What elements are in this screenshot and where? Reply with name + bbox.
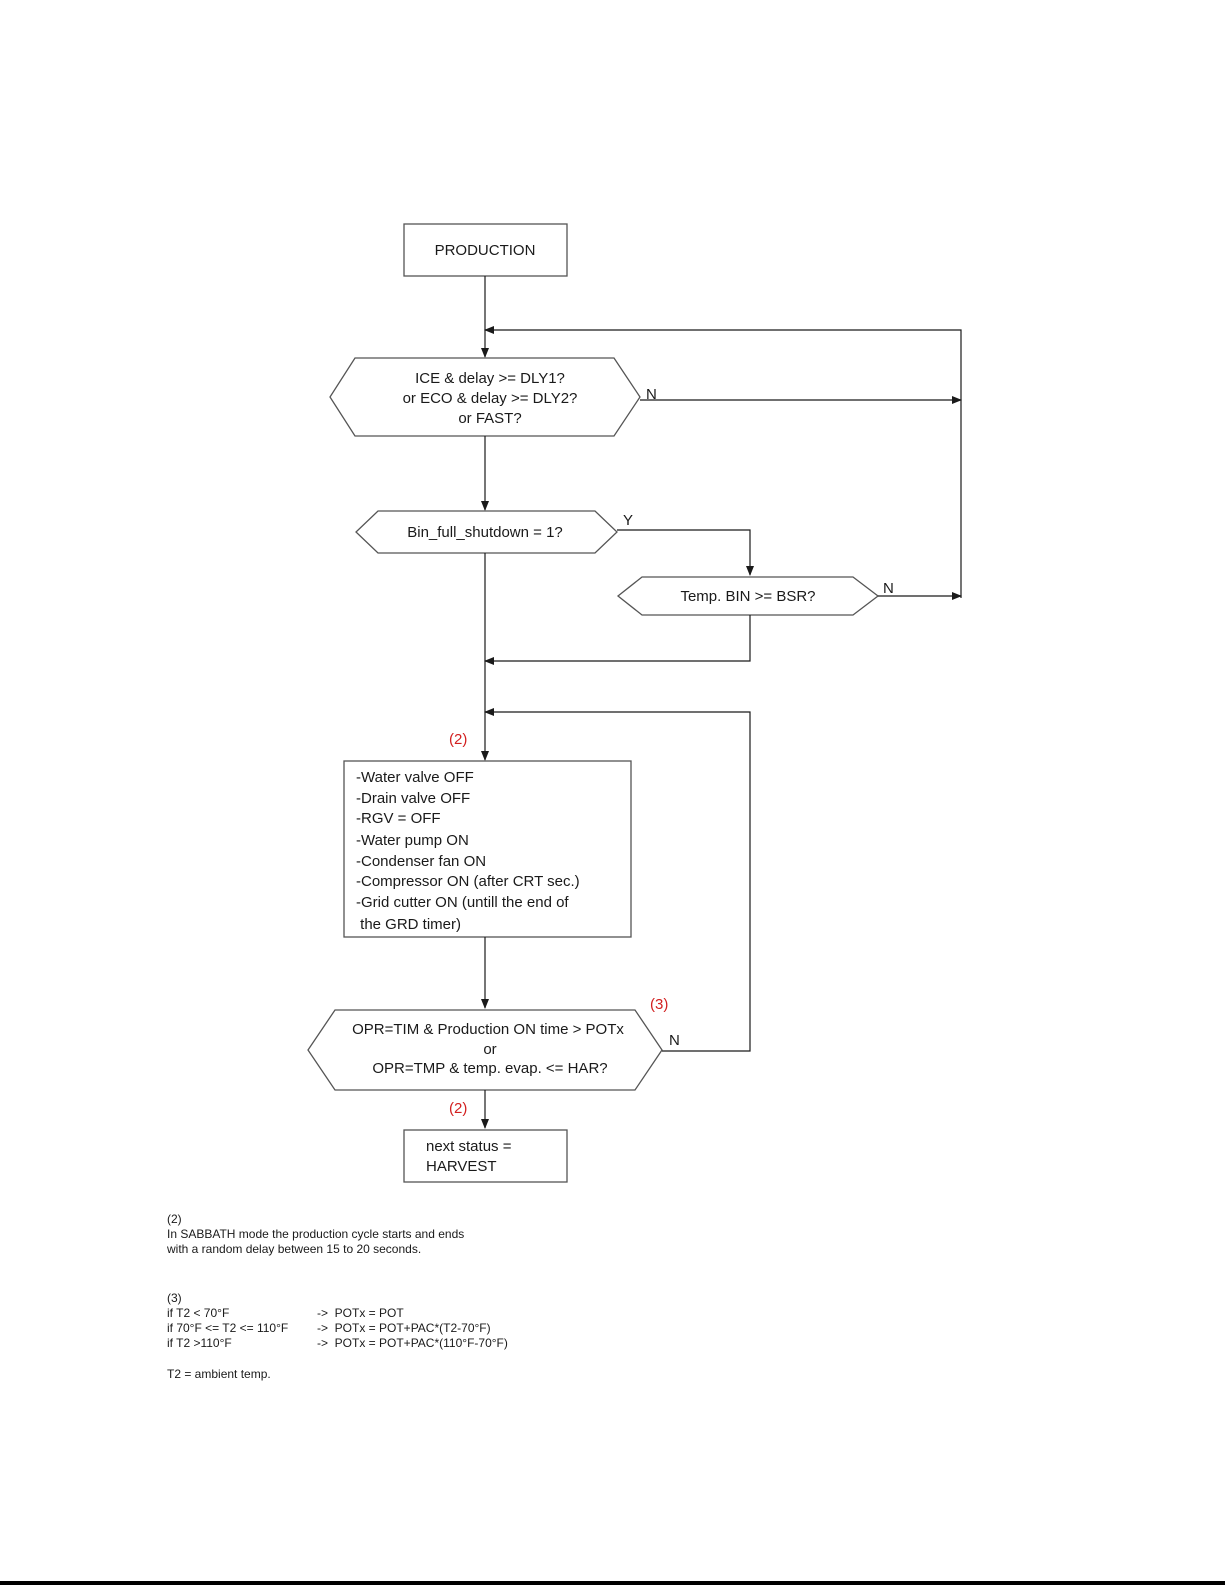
decision-3-hexagon [616,576,880,616]
decision-1-line-3: or FAST? [458,410,521,427]
decision-1-line-2: or ECO & delay >= DLY2? [403,390,578,407]
condition-row: if 70°F <= T2 <= 110°F -> POTx = POT+PAC… [167,1321,508,1336]
decision-1-hexagon [329,357,641,437]
decision-3-no-label: N [883,580,894,597]
decision-4-line-3: OPR=TMP & temp. evap. <= HAR? [372,1060,607,1077]
condition: if T2 >110°F [167,1336,232,1350]
condition-row: if T2 >110°F -> POTx = POT+PAC*(110°F-70… [167,1336,508,1351]
action-item: -Water pump ON [356,832,469,849]
decision-2-yes-connector [617,529,754,576]
action-item: -Compressor ON (after CRT sec.) [356,873,580,890]
action-item: -Condenser fan ON [356,853,486,870]
footnote-ref: (3) [167,1291,182,1305]
footnote-text: In SABBATH mode the production cycle sta… [167,1227,465,1241]
decision-3-label: Temp. BIN >= BSR? [680,588,815,605]
actions-box [343,760,632,938]
condition-row: if T2 < 70°F -> POTx = POT [167,1306,508,1321]
end-line-1: next status = [426,1138,512,1155]
action-item: the GRD timer) [356,916,461,933]
condition-result: -> POTx = POT+PAC*(T2-70°F) [317,1321,491,1335]
action-item: -Drain valve OFF [356,790,470,807]
condition: if 70°F <= T2 <= 110°F [167,1321,289,1335]
condition-result: -> POTx = POT+PAC*(110°F-70°F) [317,1336,508,1350]
decision-2-label: Bin_full_shutdown = 1? [407,524,563,541]
footnote-text: with a random delay between 15 to 20 sec… [167,1242,422,1256]
footnote-3: (3) if T2 < 70°F -> POTx = POT if 70°F <… [167,1291,508,1351]
decision-3-exit-connector [484,615,751,665]
end-line-2: HARVEST [426,1158,497,1175]
loop-connector-bottom [484,708,751,1052]
ref-label: (2) [449,1100,467,1117]
decision-2-yes-label: Y [623,512,633,529]
decision-4-hexagon [307,1009,663,1091]
start-box [403,223,568,277]
action-item: -Grid cutter ON (untill the end of [356,894,569,911]
decision-1-line-1: ICE & delay >= DLY1? [415,370,565,387]
ref-label: (3) [650,996,668,1013]
start-label: PRODUCTION [435,242,536,259]
loop-connector-top [484,326,962,598]
action-item: -RGV = OFF [356,810,441,827]
t2-definition: T2 = ambient temp. [167,1367,271,1381]
decision-4-line-1: OPR=TIM & Production ON time > POTx [352,1021,624,1038]
condition: if T2 < 70°F [167,1306,230,1320]
footnote-2: (2) In SABBATH mode the production cycle… [167,1212,464,1257]
decision-1-no-label: N [646,386,657,403]
ref-label: (2) [449,731,467,748]
condition-result: -> POTx = POT [317,1306,404,1320]
decision-4-no-label: N [669,1032,680,1049]
footnote-ref: (2) [167,1212,182,1226]
decision-2-hexagon [355,510,618,554]
decision-4-line-2: or [483,1041,496,1058]
page-bottom-border [0,1581,1225,1585]
end-box [403,1129,568,1183]
action-item: -Water valve OFF [356,769,474,786]
